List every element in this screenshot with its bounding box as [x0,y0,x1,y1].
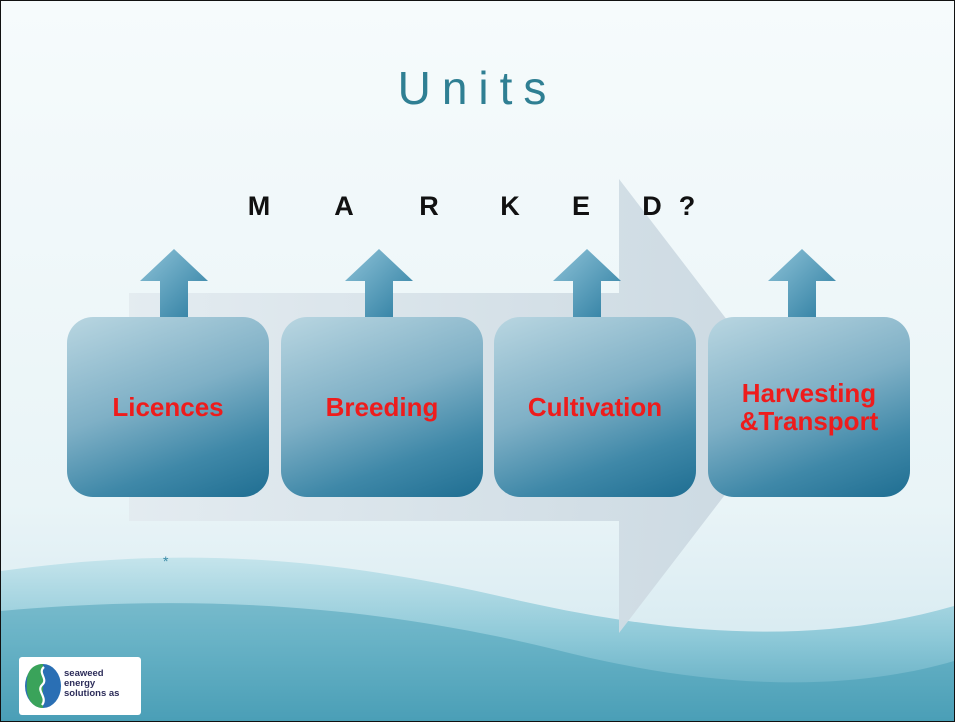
unit-label: Harvesting &Transport [739,378,879,436]
market-letter: E [571,191,590,221]
seaweed-logo-icon [25,664,61,708]
up-arrow-icon [140,249,208,317]
logo-line: solutions as [64,688,120,699]
unit-box-harvesting: Harvesting &Transport [708,317,910,497]
footnote-asterisk: * [163,553,169,569]
logo-line: energy [64,678,96,689]
unit-label: Breeding [325,392,439,422]
up-arrow-icon [553,249,621,317]
unit-label: Licences [112,392,224,422]
market-letter: D [642,191,662,221]
logo-text: seaweed energy solutions as [64,669,119,699]
up-arrow-icon [345,249,413,317]
market-letter: K [500,191,520,221]
up-arrow-icon [768,249,836,317]
company-logo: seaweed energy solutions as [19,657,141,715]
unit-box-cultivation: Cultivation [494,317,696,497]
unit-box-breeding: Breeding [281,317,483,497]
unit-label: Cultivation [527,392,663,422]
unit-box-licences: Licences [67,317,269,497]
market-letter: R [419,191,439,221]
logo-line: seaweed [64,668,104,679]
market-letter: ? [678,191,696,221]
market-letter: A [334,191,354,221]
slide-title: Units [397,62,558,114]
market-letter: M [247,191,271,221]
